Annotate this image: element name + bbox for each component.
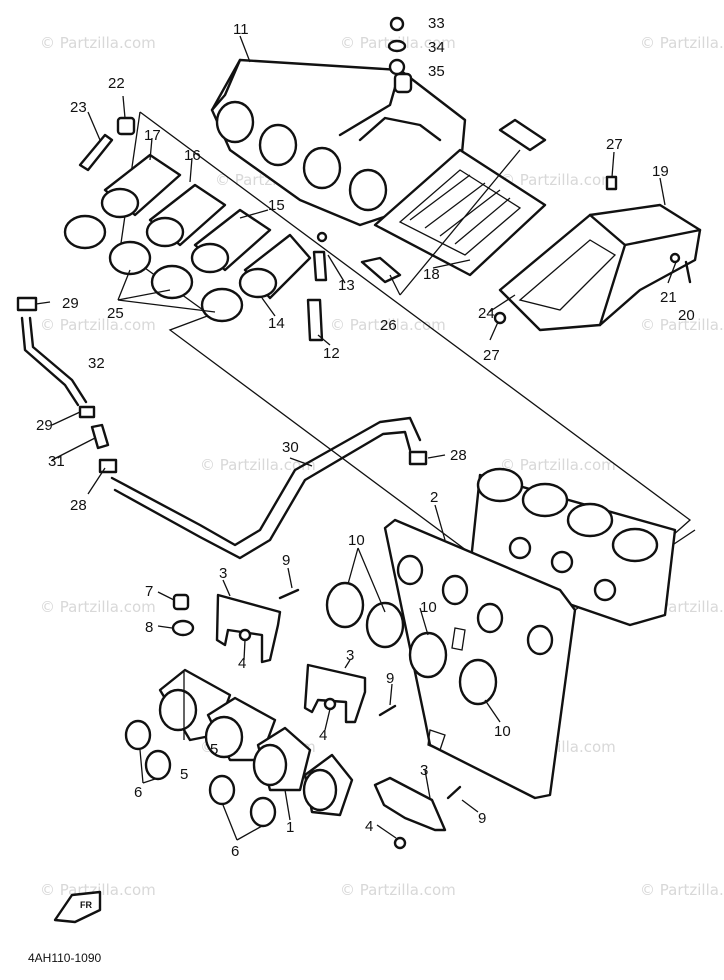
caps <box>171 593 195 637</box>
callout-15: 15 <box>268 197 285 214</box>
callout-26: 26 <box>380 317 397 334</box>
intake-duct <box>498 203 702 332</box>
diagram-code: 4AH110-1090 <box>28 951 101 965</box>
grommets <box>493 175 618 325</box>
callout-4-middle: 4 <box>319 727 327 744</box>
duct-screws <box>669 252 692 284</box>
callout-14: 14 <box>268 315 285 332</box>
callout-3-lower: 3 <box>420 762 428 779</box>
callout-12: 12 <box>323 345 340 362</box>
air-filter-element <box>360 118 547 284</box>
lower-clamps <box>325 581 498 706</box>
callout-31: 31 <box>48 453 65 470</box>
watermark: © Partzilla.com <box>40 316 156 334</box>
callout-17: 17 <box>144 127 161 144</box>
callout-28-left: 28 <box>70 497 87 514</box>
watermark: © Partzilla.com <box>640 316 724 334</box>
callout-28-right: 28 <box>450 447 467 464</box>
callout-7: 7 <box>145 583 153 600</box>
watermark: © Partzilla.com <box>640 34 724 52</box>
callout-24: 24 <box>478 305 495 322</box>
callout-4-lower: 4 <box>365 818 373 835</box>
callout-6-left: 6 <box>134 784 142 801</box>
callout-11: 11 <box>233 21 249 38</box>
hose-clamps <box>63 214 244 323</box>
callout-1: 1 <box>286 819 294 836</box>
callout-4-upper: 4 <box>238 655 246 672</box>
watermark: © Partzilla.com <box>40 34 156 52</box>
leader-lines <box>35 35 677 841</box>
callout-20: 20 <box>678 307 695 324</box>
front-arrow-icon: FR <box>53 890 102 924</box>
watermark: © Partzilla.com <box>340 881 456 899</box>
callout-3-upper: 3 <box>219 565 227 582</box>
callout-30: 30 <box>282 439 299 456</box>
watermark: © Partzilla.com <box>40 598 156 616</box>
callout-2: 2 <box>430 489 438 506</box>
callout-29-upper: 29 <box>62 295 79 312</box>
watermark: © Partzilla.com <box>640 881 724 899</box>
callout-labels: 11 33 34 35 22 23 17 16 15 14 25 13 12 2… <box>36 15 695 860</box>
callout-10-middle: 10 <box>420 599 437 616</box>
callout-6-right: 6 <box>231 843 239 860</box>
watermark: © Partzilla.com <box>500 171 616 189</box>
screws <box>238 588 462 850</box>
watermark: © Partzilla.com <box>500 456 616 474</box>
callout-8: 8 <box>145 619 153 636</box>
callout-32: 32 <box>88 355 105 372</box>
callout-34: 34 <box>428 39 445 56</box>
drain-pipe <box>306 231 328 342</box>
front-arrow-label: FR <box>80 900 92 910</box>
vent-hoses <box>16 296 110 450</box>
callout-13: 13 <box>338 277 355 294</box>
long-hose <box>98 416 428 560</box>
callout-9-lower: 9 <box>478 810 486 827</box>
watermark: © Partzilla.com <box>200 456 316 474</box>
callout-35: 35 <box>428 63 445 80</box>
callout-16: 16 <box>184 147 201 164</box>
callout-27-upper: 27 <box>606 136 623 153</box>
gaskets <box>124 719 277 828</box>
watermark: © Partzilla.com <box>330 316 446 334</box>
callout-29-lower: 29 <box>36 417 53 434</box>
intake-manifolds <box>158 668 354 817</box>
breather-hose <box>78 116 136 172</box>
callout-9-middle: 9 <box>386 670 394 687</box>
callout-10-upper: 10 <box>348 532 365 549</box>
callout-10-lower: 10 <box>494 723 511 740</box>
callout-22: 22 <box>108 75 125 92</box>
callout-23: 23 <box>70 99 87 116</box>
callout-18: 18 <box>423 266 440 283</box>
callout-19: 19 <box>652 163 669 180</box>
brackets <box>215 593 447 832</box>
callout-9-upper: 9 <box>282 552 290 569</box>
callout-25: 25 <box>107 305 124 322</box>
callout-27-lower: 27 <box>483 347 500 364</box>
callout-33: 33 <box>428 15 445 32</box>
carburetor-joints <box>100 153 312 300</box>
watermark: © Partzilla.com <box>40 881 156 899</box>
callout-5-left: 5 <box>180 766 188 783</box>
callout-21: 21 <box>660 289 677 306</box>
case-fasteners <box>387 16 407 76</box>
callout-3-middle: 3 <box>346 647 354 664</box>
callout-5-right: 5 <box>210 741 218 758</box>
air-cleaner-case <box>210 58 467 227</box>
